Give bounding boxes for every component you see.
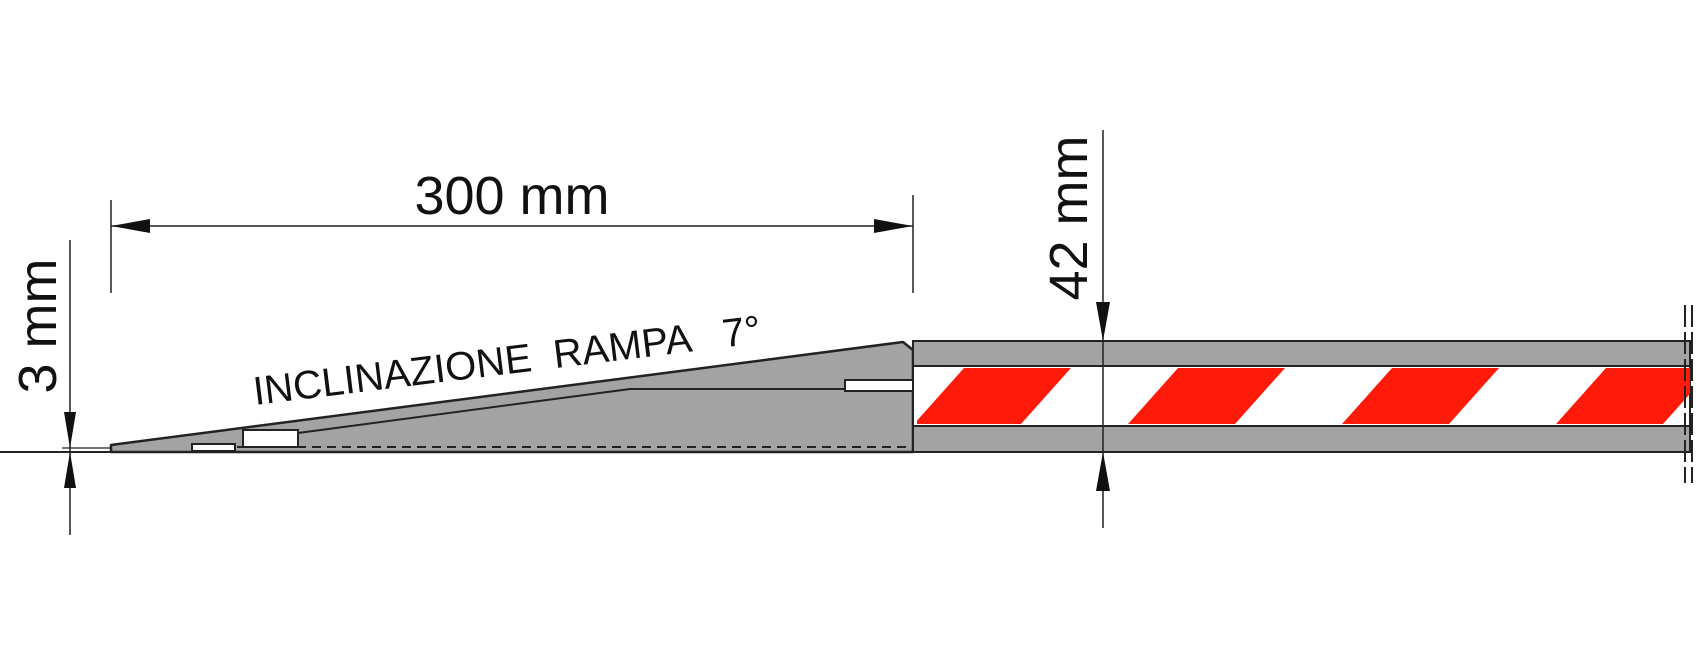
edge-arrow-bottom — [64, 452, 76, 488]
edge-plate-bottom — [912, 423, 1691, 453]
ramp-inner-slope — [297, 388, 913, 434]
edge-plate-top — [912, 340, 1691, 369]
warning-stripe — [1556, 368, 1690, 424]
length-label: 300 mm — [414, 166, 609, 226]
height-arrow-top — [1096, 302, 1110, 341]
length-arrow-right — [874, 219, 913, 233]
edge-arrow-top — [64, 412, 76, 448]
ramp-top-slot — [844, 379, 914, 392]
ramp-slot — [242, 429, 299, 448]
height-label: 42 mm — [1039, 135, 1099, 300]
edge-label: 3 mm — [8, 259, 68, 394]
warning-stripe — [1128, 368, 1285, 424]
warning-stripes — [917, 368, 1690, 424]
length-arrow-left — [111, 219, 150, 233]
warning-stripe — [917, 368, 1071, 424]
ramp-slot-small — [191, 443, 236, 452]
height-arrow-bottom — [1096, 452, 1110, 491]
warning-stripe — [1342, 368, 1499, 424]
